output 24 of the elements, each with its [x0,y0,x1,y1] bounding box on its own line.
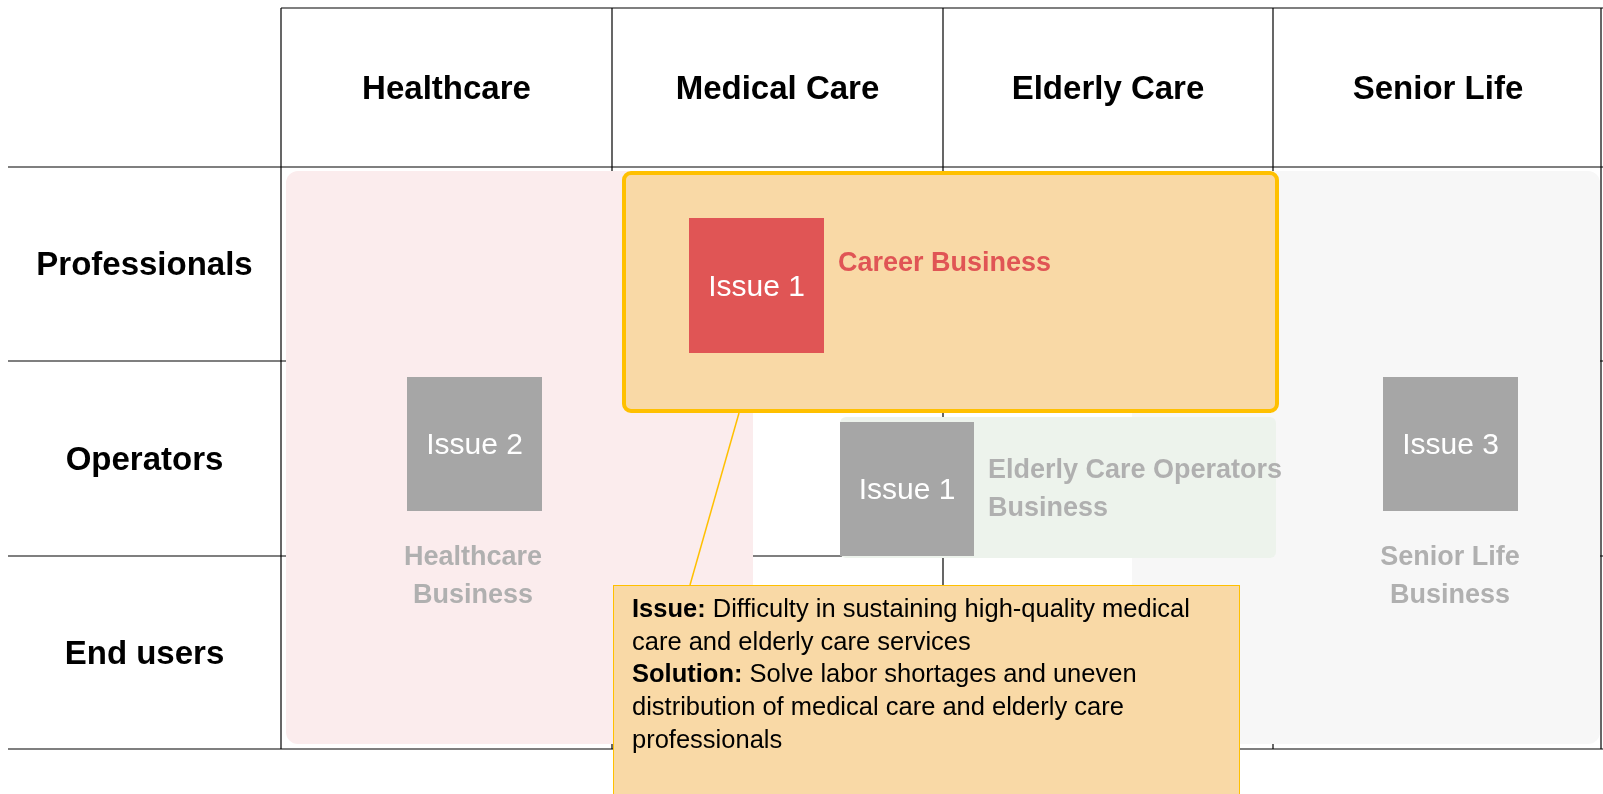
issue-label: Issue 2 [425,426,524,463]
column-header: Senior Life [1352,68,1524,107]
callout-text: Issue: Difficulty in sustaining high-quality medical care and elderly care services [632,593,1191,657]
issue-label: Issue 1 [707,267,806,304]
business-label: Senior Life Business [1379,540,1521,611]
row-header: Operators [65,439,224,478]
column-header: Healthcare [362,68,531,107]
business-label: Healthcare Business [402,540,544,611]
row-header: Professionals [36,245,253,283]
callout-text: Solution: Solve labor shortages and uneven distribution of medical care and elderly care professionals [632,658,1138,755]
issue-box [407,377,542,511]
issue-label: Issue 1 [857,471,957,508]
leader-line [689,412,740,586]
issue-box [689,218,824,353]
highlight-area [622,171,1279,413]
issue-box [1383,377,1518,511]
issue-label: Issue 3 [1401,426,1500,463]
issue-box [840,422,974,556]
business-label: Elderly Care Operators Business [988,453,1284,524]
column-header: Elderly Care [1011,68,1205,107]
row-header: End users [64,633,225,672]
business-label: Career Business [838,246,1053,279]
callout-box [613,585,1240,794]
column-header: Medical Care [675,68,880,107]
